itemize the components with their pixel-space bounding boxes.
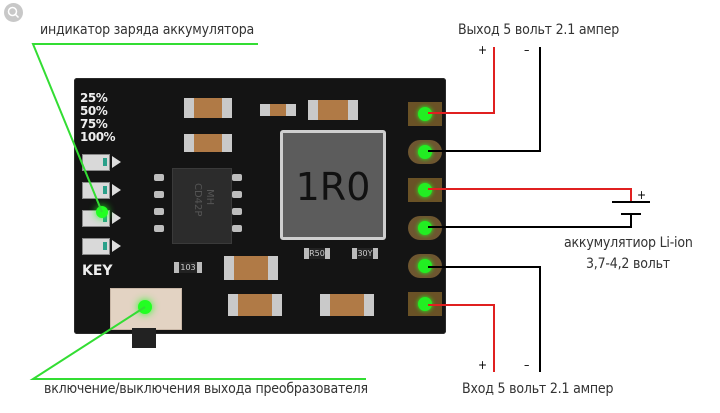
led-arrow-icon [112, 212, 121, 224]
capacitor [184, 134, 232, 152]
capacitor [320, 294, 374, 316]
wire-out-minus [428, 47, 541, 152]
wire-in-minus [428, 266, 541, 372]
magnifier-icon [7, 6, 20, 19]
callout-line-switch [29, 306, 366, 380]
led-arrow-icon [112, 240, 121, 252]
wire-in-plus [428, 304, 495, 372]
capacitor [184, 98, 232, 118]
wire-bat-minus [428, 214, 632, 228]
capacitor [308, 100, 358, 120]
led-level-100: 100% [80, 130, 116, 144]
label-battery: аккумулятиор Li-ion [564, 235, 693, 251]
input-minus-sign: – [524, 358, 530, 372]
label-battery-voltage: 3,7-4,2 вольт [586, 256, 670, 272]
key-label: KEY [82, 263, 113, 279]
resistor-30y: 30Y [352, 248, 378, 259]
input-plus-sign: + [478, 358, 487, 372]
pcb-board: 25% 50% 75% 100% KEY MH CD42P 1R0 103 R5… [74, 78, 446, 334]
switch-knob[interactable] [132, 328, 156, 348]
label-battery-indicator: индикатор заряда аккумулятора [40, 22, 255, 38]
output-minus-sign: – [524, 43, 530, 57]
capacitor [260, 104, 296, 116]
callout-line-indicator [31, 43, 258, 213]
label-input: Вход 5 вольт 2.1 ампер [462, 381, 614, 397]
charge-led-4 [82, 238, 110, 255]
led-level-50: 50% [80, 104, 108, 118]
label-switch: включение/выключения выхода преобразоват… [44, 381, 368, 397]
label-output: Выход 5 вольт 2.1 ампер [458, 22, 620, 38]
resistor-r50: R50 [304, 248, 330, 259]
led-arrow-icon [112, 184, 121, 196]
zoom-magnifier-icon[interactable] [4, 3, 23, 22]
led-arrow-icon [112, 156, 121, 168]
wire-bat-plus [428, 188, 632, 201]
led-level-75: 75% [80, 117, 108, 131]
charger-ic: MH CD42P [172, 168, 232, 244]
inductor: 1R0 [280, 130, 386, 240]
capacitor [228, 294, 282, 316]
inductor-marking: 1R0 [295, 165, 371, 209]
output-plus-sign: + [478, 43, 487, 57]
led-level-25: 25% [80, 91, 108, 105]
battery-plus-sign: + [637, 188, 646, 202]
wire-out-plus [428, 47, 495, 114]
resistor-103: 103 [174, 262, 202, 273]
capacitor [224, 256, 278, 280]
